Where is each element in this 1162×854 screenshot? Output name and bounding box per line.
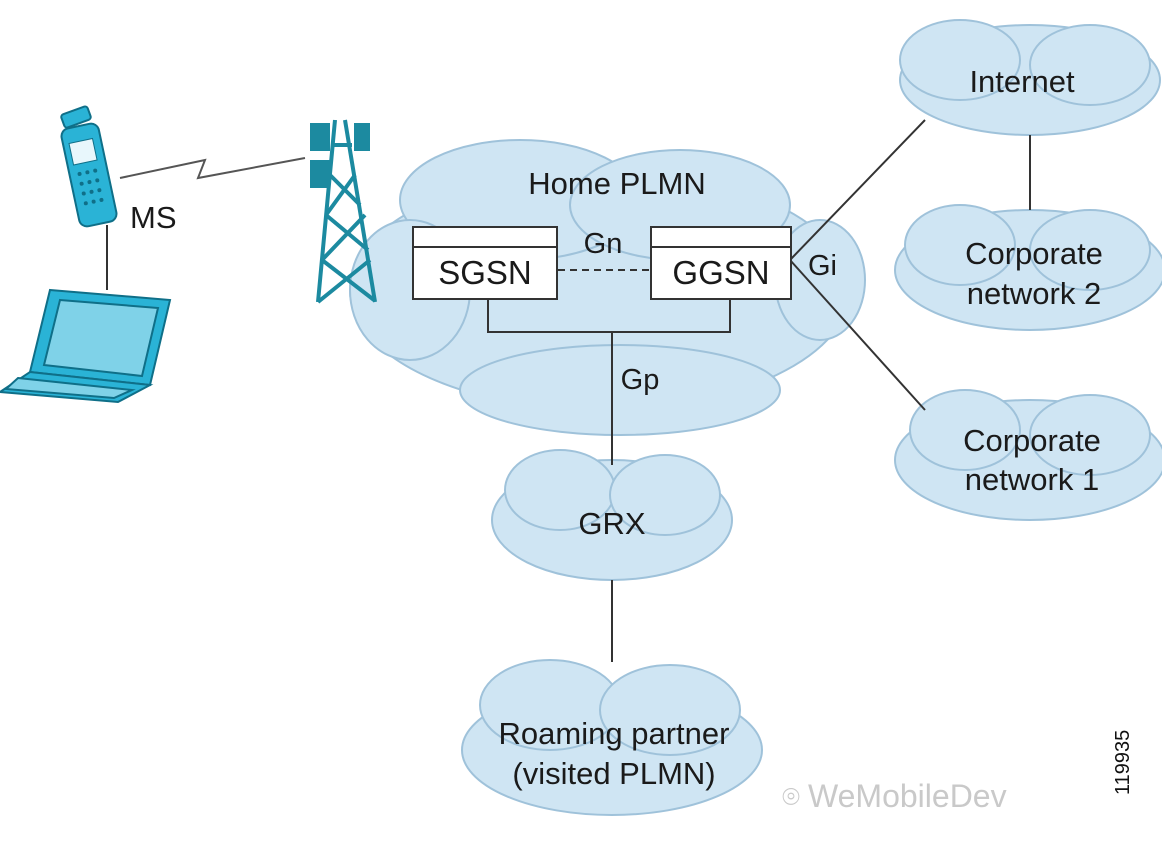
mobile-phone-icon <box>60 105 118 228</box>
corporate-network-2-cloud <box>894 204 1162 331</box>
watermark-text: WeMobileDev <box>808 778 1007 814</box>
internet-label: Internet <box>969 64 1075 99</box>
laptop-icon <box>0 288 172 404</box>
watermark: ⌾WeMobileDev <box>782 778 1007 815</box>
roaming-partner-label-line1: Roaming partner <box>498 716 730 751</box>
grx-label: GRX <box>578 506 646 541</box>
figure-number: 119935 <box>1112 729 1134 795</box>
corporate-network-1-cloud <box>894 389 1162 521</box>
gn-interface-label: Gn <box>583 228 623 260</box>
corporate-network-1-label-line2: network 1 <box>964 462 1100 497</box>
internet-cloud <box>899 19 1161 136</box>
corporate-network-1-label-line1: Corporate <box>963 423 1101 458</box>
ms-label: MS <box>130 200 177 235</box>
sgsn-label: SGSN <box>438 254 532 291</box>
gi-interface-label: Gi <box>808 250 837 282</box>
ggsn-label: GGSN <box>672 254 770 291</box>
sgsn-node-header <box>414 228 556 248</box>
ggsn-node: GGSN <box>650 226 792 300</box>
ggsn-node-header <box>652 228 790 248</box>
connection-lines <box>106 119 1031 662</box>
gi-internet-line <box>789 119 926 261</box>
cell-tower-icon <box>310 119 377 304</box>
gp-interface-label: Gp <box>620 364 660 396</box>
gp-bracket-line <box>487 298 731 333</box>
roaming-partner-cloud <box>461 659 763 816</box>
corporate-network-2-label-line1: Corporate <box>965 236 1103 271</box>
sgsn-node: SGSN <box>412 226 558 300</box>
corporate-network-2-label-line2: network 2 <box>966 276 1102 311</box>
radio-link-icon <box>119 157 306 180</box>
wechat-watermark-icon: ⌾ <box>782 781 800 814</box>
roaming-partner-label-line2: (visited PLMN) <box>512 756 716 791</box>
home-plmn-label: Home PLMN <box>528 166 706 201</box>
gi-corporate1-line <box>789 259 926 411</box>
